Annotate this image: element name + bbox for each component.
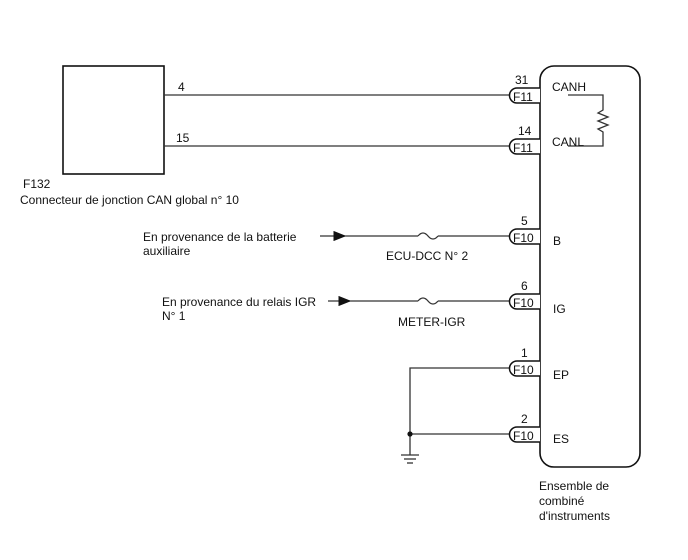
battery-source-line-1: En provenance de la batterie [143,230,297,244]
svg-text:IG: IG [553,302,566,316]
battery-source-line-2: auxiliaire [143,244,191,258]
svg-text:F10: F10 [513,363,534,377]
svg-text:14: 14 [518,124,532,138]
svg-text:1: 1 [521,346,528,360]
svg-text:F10: F10 [513,429,534,443]
terminal-b: 5 F10 B [508,214,561,248]
svg-text:31: 31 [515,73,529,87]
fuse-ecu-dcc-icon [417,232,439,240]
meter-label-line-2: combiné [539,494,585,508]
combination-meter-box [539,65,641,468]
igr-source-line-1: En provenance du relais IGR [162,295,316,309]
terminal-canl: 14 F11 CANL [508,124,584,155]
pin-label-15: 15 [176,131,190,145]
junction-connector-box [62,65,165,175]
svg-text:6: 6 [521,279,528,293]
svg-text:F11: F11 [513,90,533,104]
pin-label-4: 4 [178,80,185,94]
ep-ground-wire [409,367,510,455]
svg-text:F11: F11 [513,141,533,155]
ground-icon [401,454,419,464]
svg-text:F10: F10 [513,231,534,245]
fuse-meter-igr-label: METER-IGR [398,315,466,329]
terminal-ep: 1 F10 EP [508,346,569,382]
svg-text:2: 2 [521,412,528,426]
junction-connector-description: Connecteur de jonction CAN global n° 10 [20,193,239,207]
meter-label-line-1: Ensemble de [539,479,609,493]
terminal-ig: 6 F10 IG [508,279,566,316]
meter-label-line-3: d'instruments [539,509,610,523]
junction-connector-id: F132 [23,177,51,191]
svg-text:CANH: CANH [552,80,586,94]
svg-text:5: 5 [521,214,528,228]
fuse-meter-igr-icon [417,297,439,305]
fuse-ecu-dcc-label: ECU-DCC N° 2 [386,249,468,263]
igr-source-line-2: N° 1 [162,309,186,323]
svg-text:F10: F10 [513,296,534,310]
ground-junction-dot [407,431,413,437]
termination-resistor [568,94,610,147]
terminal-canh: 31 F11 CANH [508,73,586,104]
svg-text:CANL: CANL [552,135,584,149]
svg-text:B: B [553,234,561,248]
svg-text:ES: ES [553,432,569,446]
svg-text:EP: EP [553,368,569,382]
terminal-es: 2 F10 ES [508,412,569,446]
